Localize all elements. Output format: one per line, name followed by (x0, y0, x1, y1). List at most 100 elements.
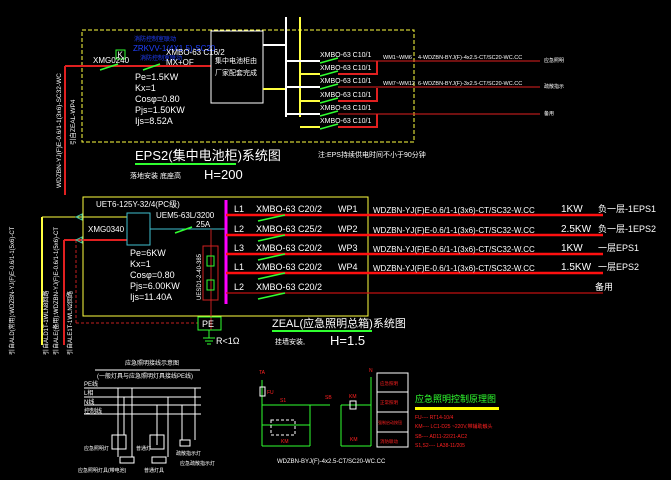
zeal-param: Kx=1 (130, 259, 151, 269)
zeal-power: 1.5KW (561, 262, 592, 273)
k-label: K (118, 51, 124, 60)
battery-cabinet-box (210, 30, 264, 104)
breaker-symbol (257, 214, 286, 222)
eps2-incoming-cable: WDZBN-YJ(F)E-0.6/1-1(3x6)-SC32-WC (56, 73, 63, 188)
blue-text-3: 消防控制室联动 (140, 54, 182, 62)
blue-text-2: ZRKVV-1(4X1.5)-SC20 (133, 44, 216, 53)
wiring-label: 应急照明灯具(带电池) (78, 467, 127, 474)
zeal-destination: 一层EPS2 (598, 262, 639, 272)
wiring-line-label: PE线 (84, 380, 98, 388)
zeal-power: 1KW (561, 243, 583, 254)
eps2-height: H=200 (204, 167, 243, 182)
zeal-phase: L2 (234, 224, 244, 234)
zeal-phase: L3 (234, 243, 244, 253)
wiring-line-label: N线 (84, 398, 94, 406)
zeal-cable: WDZBN-YJ(F)E-0.6/1-1(3x6)-CT/SC32-W.CC (373, 206, 535, 215)
pe-label: PE (202, 319, 214, 329)
wiring-line-label: 控制线 (84, 407, 102, 415)
wiring-line-label: L相 (84, 389, 93, 397)
eps2-note: 注:EPS持续供电时间不小于90分钟 (318, 150, 426, 159)
eps2-param: Pjs=1.50KW (135, 105, 185, 115)
wiring-label: 疏散指示灯 (176, 450, 201, 457)
control-label: KM (349, 394, 357, 400)
control-legend: S1,S2---- LA38-11/205 (415, 443, 465, 449)
eps2-cable: 4-WDZBN-BYJ(F)-4x2.5-CT/SC20-WC.CC (418, 55, 522, 61)
feeder-line (338, 61, 378, 75)
zeal-incoming: 引自ALE1T-1WLN2回路 (66, 291, 74, 355)
zeal-param: Pe=6KW (130, 248, 166, 258)
eps2-dest: 备用 (544, 110, 554, 117)
eps2-branch-breaker: XMBO-63 C10/1 (320, 118, 371, 125)
eps2-dest: 应急照明 (544, 57, 564, 64)
breaker-symbol (257, 234, 286, 242)
cabinet-text: 集中电池柜由 (215, 56, 257, 65)
eps2-circuits: WM1~WM6 (383, 55, 412, 61)
zeal-param: Pjs=6.00KW (130, 281, 180, 291)
eps2-main-breaker: XMBO-63 C16/2 (166, 48, 225, 57)
eps2-branch-breaker: XMBO-63 C10/1 (320, 105, 371, 112)
eps2-circuits: WM7~WM12 (383, 81, 415, 87)
zeal-destination: 负一层-1EPS2 (598, 223, 656, 234)
arrow-icon (74, 213, 83, 221)
zeal-breaker: XMBO-63 C20/2 (256, 204, 322, 214)
zeal-param: Cosφ=0.80 (130, 270, 175, 280)
control-legend: SB---- AD11-22/21-AC2 (415, 434, 467, 440)
zeal-breaker: XMBO-63 C20/2 (256, 243, 322, 253)
zeal-phase: L1 (234, 204, 244, 214)
wiring-title: 应急照明接线示意图 (125, 359, 179, 367)
zeal-breaker: XMBO-63 C20/2 (256, 262, 322, 272)
eps2-param: Cosφ=0.80 (135, 94, 180, 104)
k-box (115, 49, 126, 60)
control-table-cell: 正常照明 (380, 399, 398, 406)
zeal-destination: 一层EPS1 (598, 243, 639, 253)
zeal-param: Ijs=11.40A (130, 292, 172, 302)
eps2-frame (81, 29, 415, 143)
zeal-frame (82, 196, 369, 317)
control-label: S1 (280, 398, 286, 404)
eps2-param: Pe=1.5KW (135, 72, 179, 82)
zeal-switch: UET6-125Y-32/4(PC级) (96, 199, 180, 209)
zeal-incoming: 引自ALE(备用):WDZBN-YJ(F)E-0.6/1-1(5x6)-CT (52, 227, 60, 355)
eps2-title: EPS2(集中电池柜)系统图 (135, 148, 281, 163)
spd-box (202, 245, 219, 301)
breaker-symbol (99, 63, 119, 71)
eps2-incoming-source: 引自ZEAL-WP4 (68, 99, 77, 145)
zeal-main-breaker-rating: 25A (196, 220, 211, 229)
zeal-power: 2.5KW (561, 224, 592, 235)
zeal-circuit: WP4 (338, 262, 358, 272)
zeal-circuit: WP2 (338, 224, 358, 234)
control-table-cell: 应急照明 (380, 380, 398, 387)
eps2-branch-breaker: XMBO-63 C10/1 (320, 92, 371, 99)
breaker-symbol (319, 123, 339, 130)
eps2-param: Ijs=8.52A (135, 116, 173, 126)
eps2-branch-breaker: XMBO-63 C10/1 (320, 78, 371, 85)
breaker-symbol (319, 83, 339, 90)
zeal-title: ZEAL(应急照明总箱)系统图 (272, 316, 406, 330)
wiring-subtitle: (一般灯具与应急照明灯具接线PE线) (97, 372, 193, 380)
zeal-incoming-breaker: XMG0340 (88, 225, 125, 234)
breaker-symbol (257, 272, 286, 280)
wiring-label: 应急疏散指示灯 (180, 460, 215, 467)
breaker-symbol (319, 110, 339, 117)
control-label: N (369, 368, 373, 374)
control-title: 应急照明控制原理图 (415, 393, 496, 404)
arrow-icon (74, 236, 83, 244)
wiring-label: 普通灯 (136, 445, 151, 452)
breaker-symbol (319, 57, 339, 64)
control-legend: FU---- RT14-10/4 (415, 415, 453, 421)
eps2-branch-breaker: XMBO-63 C10/1 (320, 65, 371, 72)
breaker-symbol (257, 253, 286, 261)
wiring-label: 普通灯具 (144, 467, 164, 474)
transfer-switch-box (126, 212, 151, 246)
breaker-symbol (319, 70, 339, 77)
zeal-circuit: WP3 (338, 243, 358, 253)
zeal-main-breaker: UEM5-63L/3200 (156, 211, 215, 220)
zeal-subtitle: 挂墙安装, (275, 337, 305, 346)
eps2-dest: 疏散指示 (544, 83, 564, 90)
zeal-cable: WDZBN-YJ(F)E-0.6/1-1(3x6)-CT/SC32-W.CC (373, 264, 535, 273)
zeal-incoming: 引自ALD1T-1WLN8回路 (42, 291, 50, 355)
control-legend: KM---- LC1-D25 ~220V,带辅助触头 (415, 423, 492, 430)
zeal-height: H=1.5 (330, 333, 365, 348)
breaker-symbol (257, 292, 286, 300)
